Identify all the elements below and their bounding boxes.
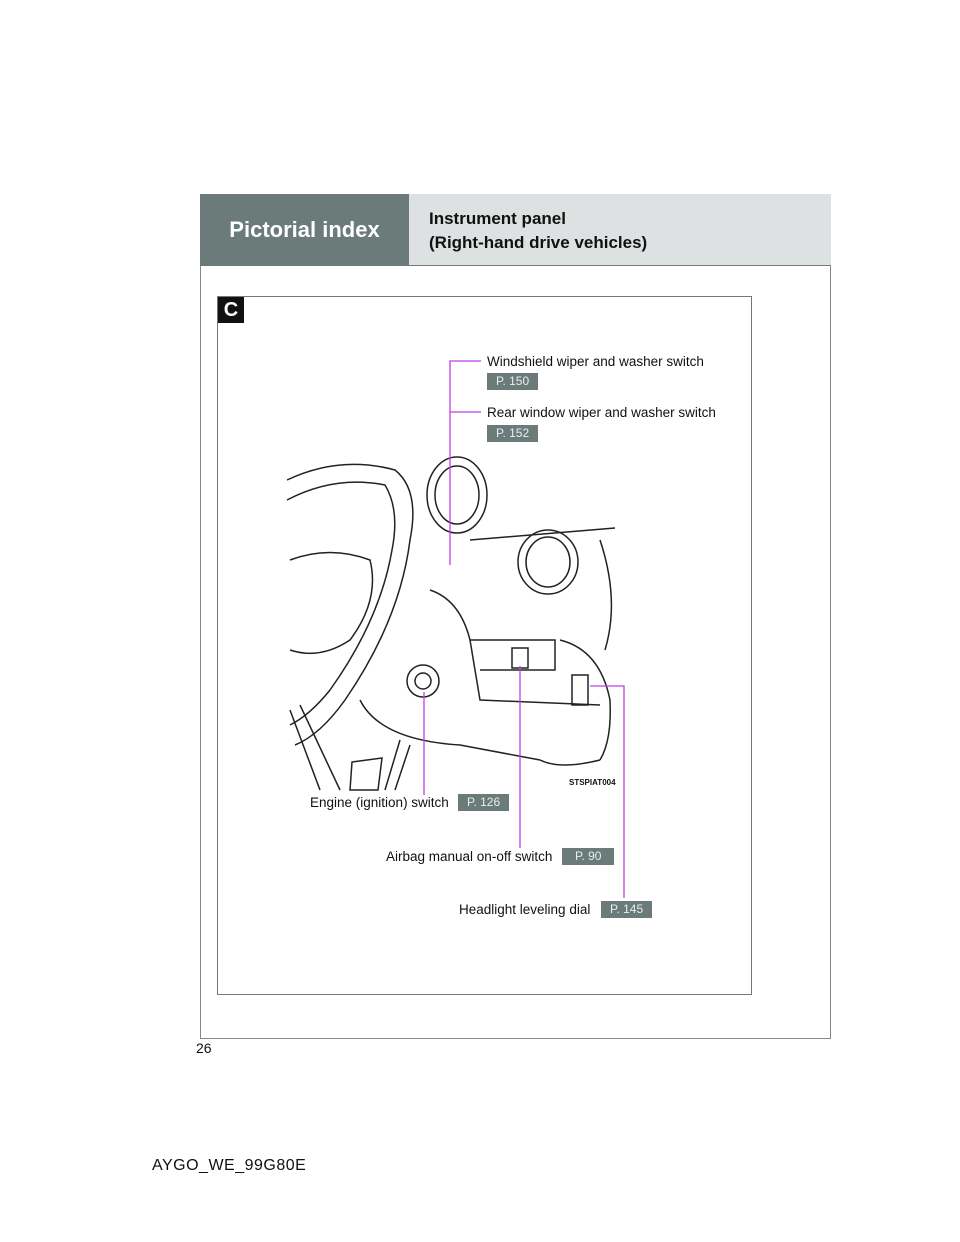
callout-label-airbag-switch: Airbag manual on-off switch [386,849,553,864]
figure-box [217,296,752,995]
page-title: Instrument panel (Right-hand drive vehic… [409,194,831,266]
page-ref-headlight-dial[interactable]: P. 145 [601,901,653,918]
callout-label-headlight-dial: Headlight leveling dial [459,902,591,917]
gauge [426,456,488,534]
document-code: AYGO_WE_99G80E [152,1157,307,1174]
figure-code: STSPIAT004 [569,778,616,787]
callout-label-windshield-wiper: Windshield wiper and washer switch [487,354,704,369]
ignition-switch [406,664,440,698]
page-number: 26 [196,1040,212,1056]
page-ref-windshield-wiper[interactable]: P. 150 [487,373,539,390]
callout-lines [423,360,625,898]
title-line1: Instrument panel [429,209,566,228]
page-ref-engine-switch[interactable]: P. 126 [458,794,510,811]
title-line2: (Right-hand drive vehicles) [429,233,648,252]
page-ref-rear-wiper[interactable]: P. 152 [487,425,539,442]
section-tab: Pictorial index [200,194,409,266]
dashboard [289,527,616,791]
page-ref-airbag-switch[interactable]: P. 90 [562,848,615,865]
floor-vent [349,757,383,791]
airbag-switch-graphic [511,647,529,669]
callout-label-rear-wiper: Rear window wiper and washer switch [487,405,716,420]
figure-badge: C [218,297,244,323]
air-vent [517,529,579,595]
headlight-dial-graphic [571,674,589,706]
callout-label-engine-switch: Engine (ignition) switch [310,795,449,810]
steering-wheel [286,463,414,746]
